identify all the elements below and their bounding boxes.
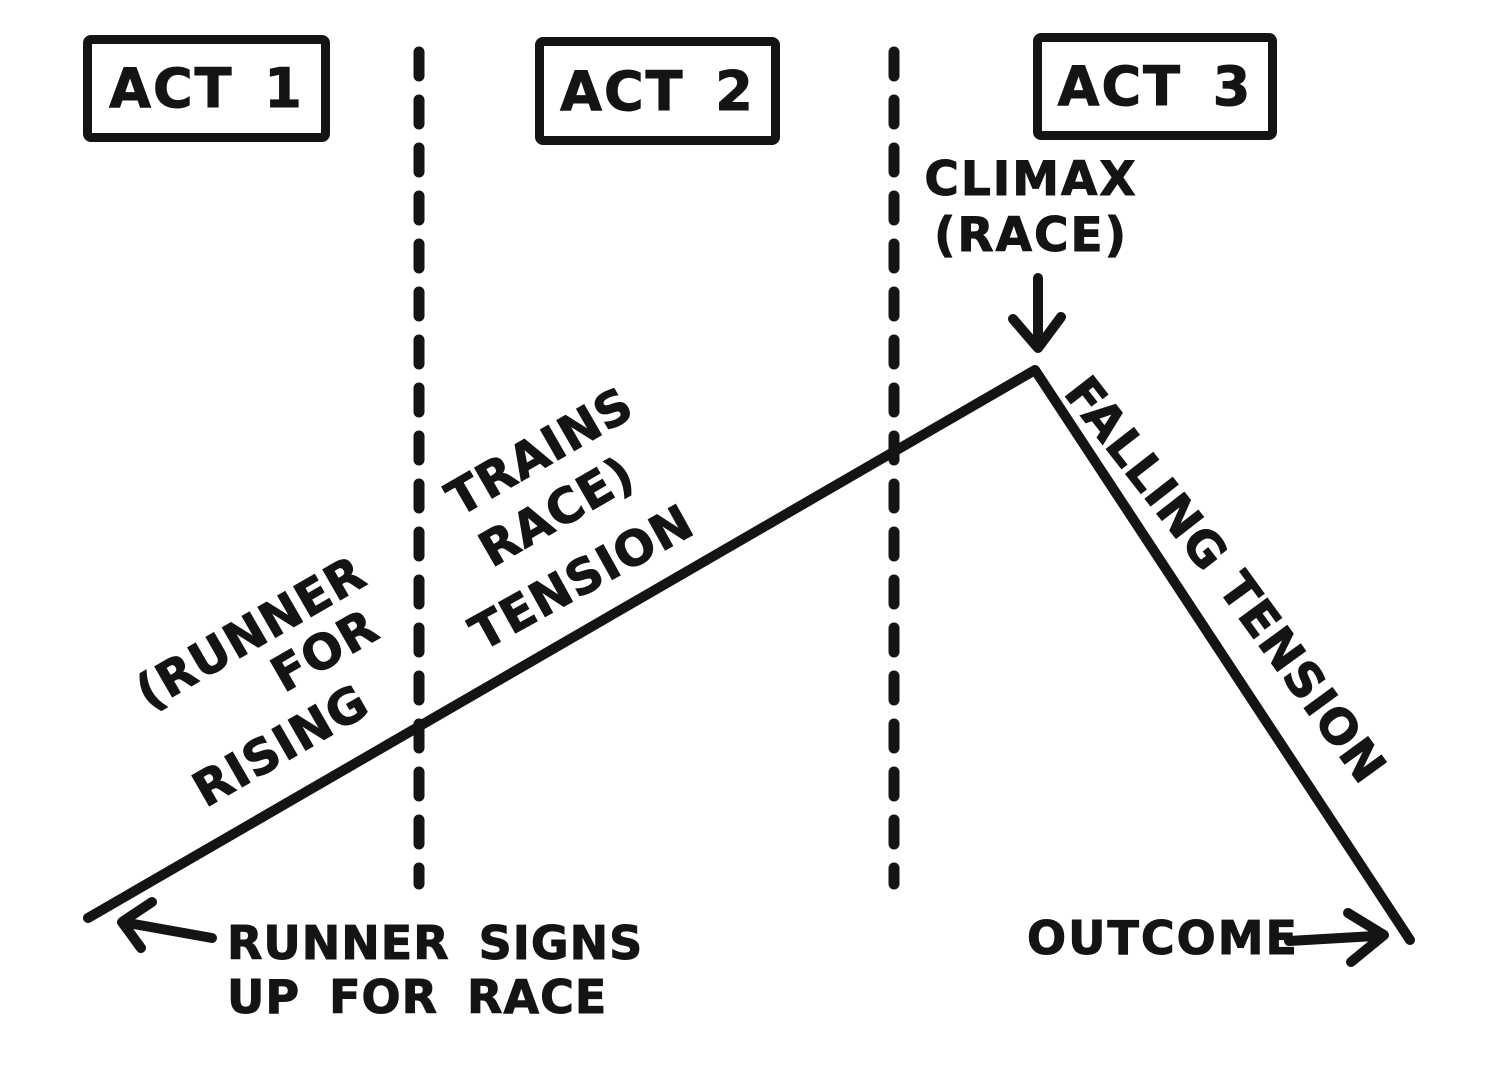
act-1-label: ACT 1 [109, 57, 304, 121]
act-2-box: ACT 2 [535, 37, 780, 145]
act-3-label: ACT 3 [1057, 55, 1253, 119]
act-2-label: ACT 2 [560, 59, 755, 123]
climax-label: CLIMAX (RACE) [920, 152, 1142, 264]
outcome-right-arrow-icon [1284, 908, 1389, 967]
act-1-box: ACT 1 [83, 35, 330, 142]
tension-arc-line [83, 365, 1415, 945]
climax-down-arrow-icon [1008, 273, 1066, 353]
inciting-incident-label: RUNNER SIGNS UP FOR RACE [226, 916, 644, 1025]
inciting-incident-line2: UP FOR RACE [226, 970, 608, 1025]
start-left-arrow-icon [117, 897, 217, 953]
act-3-box: ACT 3 [1033, 33, 1277, 140]
climax-label-line2: (RACE) [933, 208, 1129, 264]
outcome-label: OUTCOME [1027, 911, 1299, 966]
inciting-incident-line1: RUNNER SIGNS [226, 916, 644, 971]
climax-label-line1: CLIMAX [924, 152, 1138, 208]
